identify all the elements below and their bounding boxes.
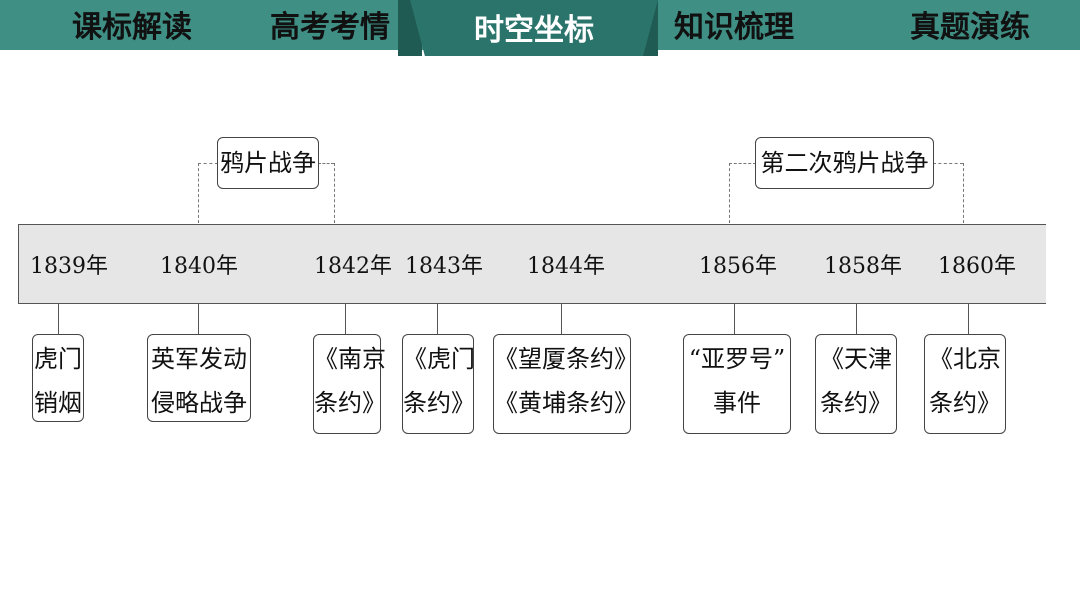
connector-line [734,304,735,334]
event-line: 《虎门 [403,345,475,373]
event-box-1842: 《南京 条约》 [313,334,386,434]
year-label: 1842年 [314,254,392,279]
war-box-opium-war: 鸦片战争 [217,137,319,189]
war1-dash-left-v [198,163,199,223]
event-line: 条约》 [403,389,475,417]
event-line: 条约》 [929,389,1001,417]
war1-dash-right-v [334,163,335,223]
event-line: 虎门 [34,345,82,373]
event-line: 《天津 [820,345,892,373]
event-box-1840: 英军发动 侵略战争 [147,334,251,422]
event-box-1844: 《望厦条约》 《黄埔条约》 [493,334,638,434]
war2-dash-left-h [729,163,756,164]
event-line: 条约》 [820,389,892,417]
war1-dash-left-h [198,163,218,164]
year-label: 1843年 [405,254,483,279]
event-line: 销烟 [34,389,82,417]
connector-line [437,304,438,334]
connector-line [345,304,346,334]
active-tab-background [410,0,658,56]
tab-curriculum[interactable]: 课标解读 [72,10,192,45]
year-label: 1840年 [160,254,238,279]
event-box-1858: 《天津 条约》 [815,334,897,434]
war-box-second-opium-war: 第二次鸦片战争 [755,137,934,189]
year-label: 1839年 [30,254,108,279]
event-line: 《望厦条约》 [494,345,638,373]
war2-dash-left-v [729,163,730,223]
connector-line [561,304,562,334]
event-line: 事件 [713,389,761,417]
connector-line [58,304,59,334]
event-box-1860: 《北京 条约》 [924,334,1006,434]
connector-line [968,304,969,334]
war2-dash-right-v [963,163,964,223]
event-line: 条约》 [314,389,386,417]
year-label: 1860年 [938,254,1016,279]
year-label: 1858年 [824,254,902,279]
connector-line [856,304,857,334]
event-line: 《南京 [314,345,386,373]
tab-practice[interactable]: 真题演练 [910,10,1030,45]
event-line: “亚罗号” [688,345,786,373]
tab-exam-trends[interactable]: 高考考情 [270,10,390,45]
tab-knowledge[interactable]: 知识梳理 [674,10,794,45]
event-box-1839: 虎门 销烟 [32,334,84,422]
connector-line [198,304,199,334]
year-label: 1856年 [699,254,777,279]
event-box-1856: “亚罗号” 事件 [683,334,791,434]
event-line: 《黄埔条约》 [494,389,638,417]
event-line: 侵略战争 [151,389,247,417]
year-label: 1844年 [527,254,605,279]
event-line: 英军发动 [151,345,247,373]
war1-dash-right-h [318,163,334,164]
war2-dash-right-h [933,163,963,164]
event-box-1843: 《虎门 条约》 [402,334,475,434]
tab-timeline[interactable]: 时空坐标 [474,13,594,48]
timeline-band [18,224,1046,304]
event-line: 《北京 [929,345,1001,373]
